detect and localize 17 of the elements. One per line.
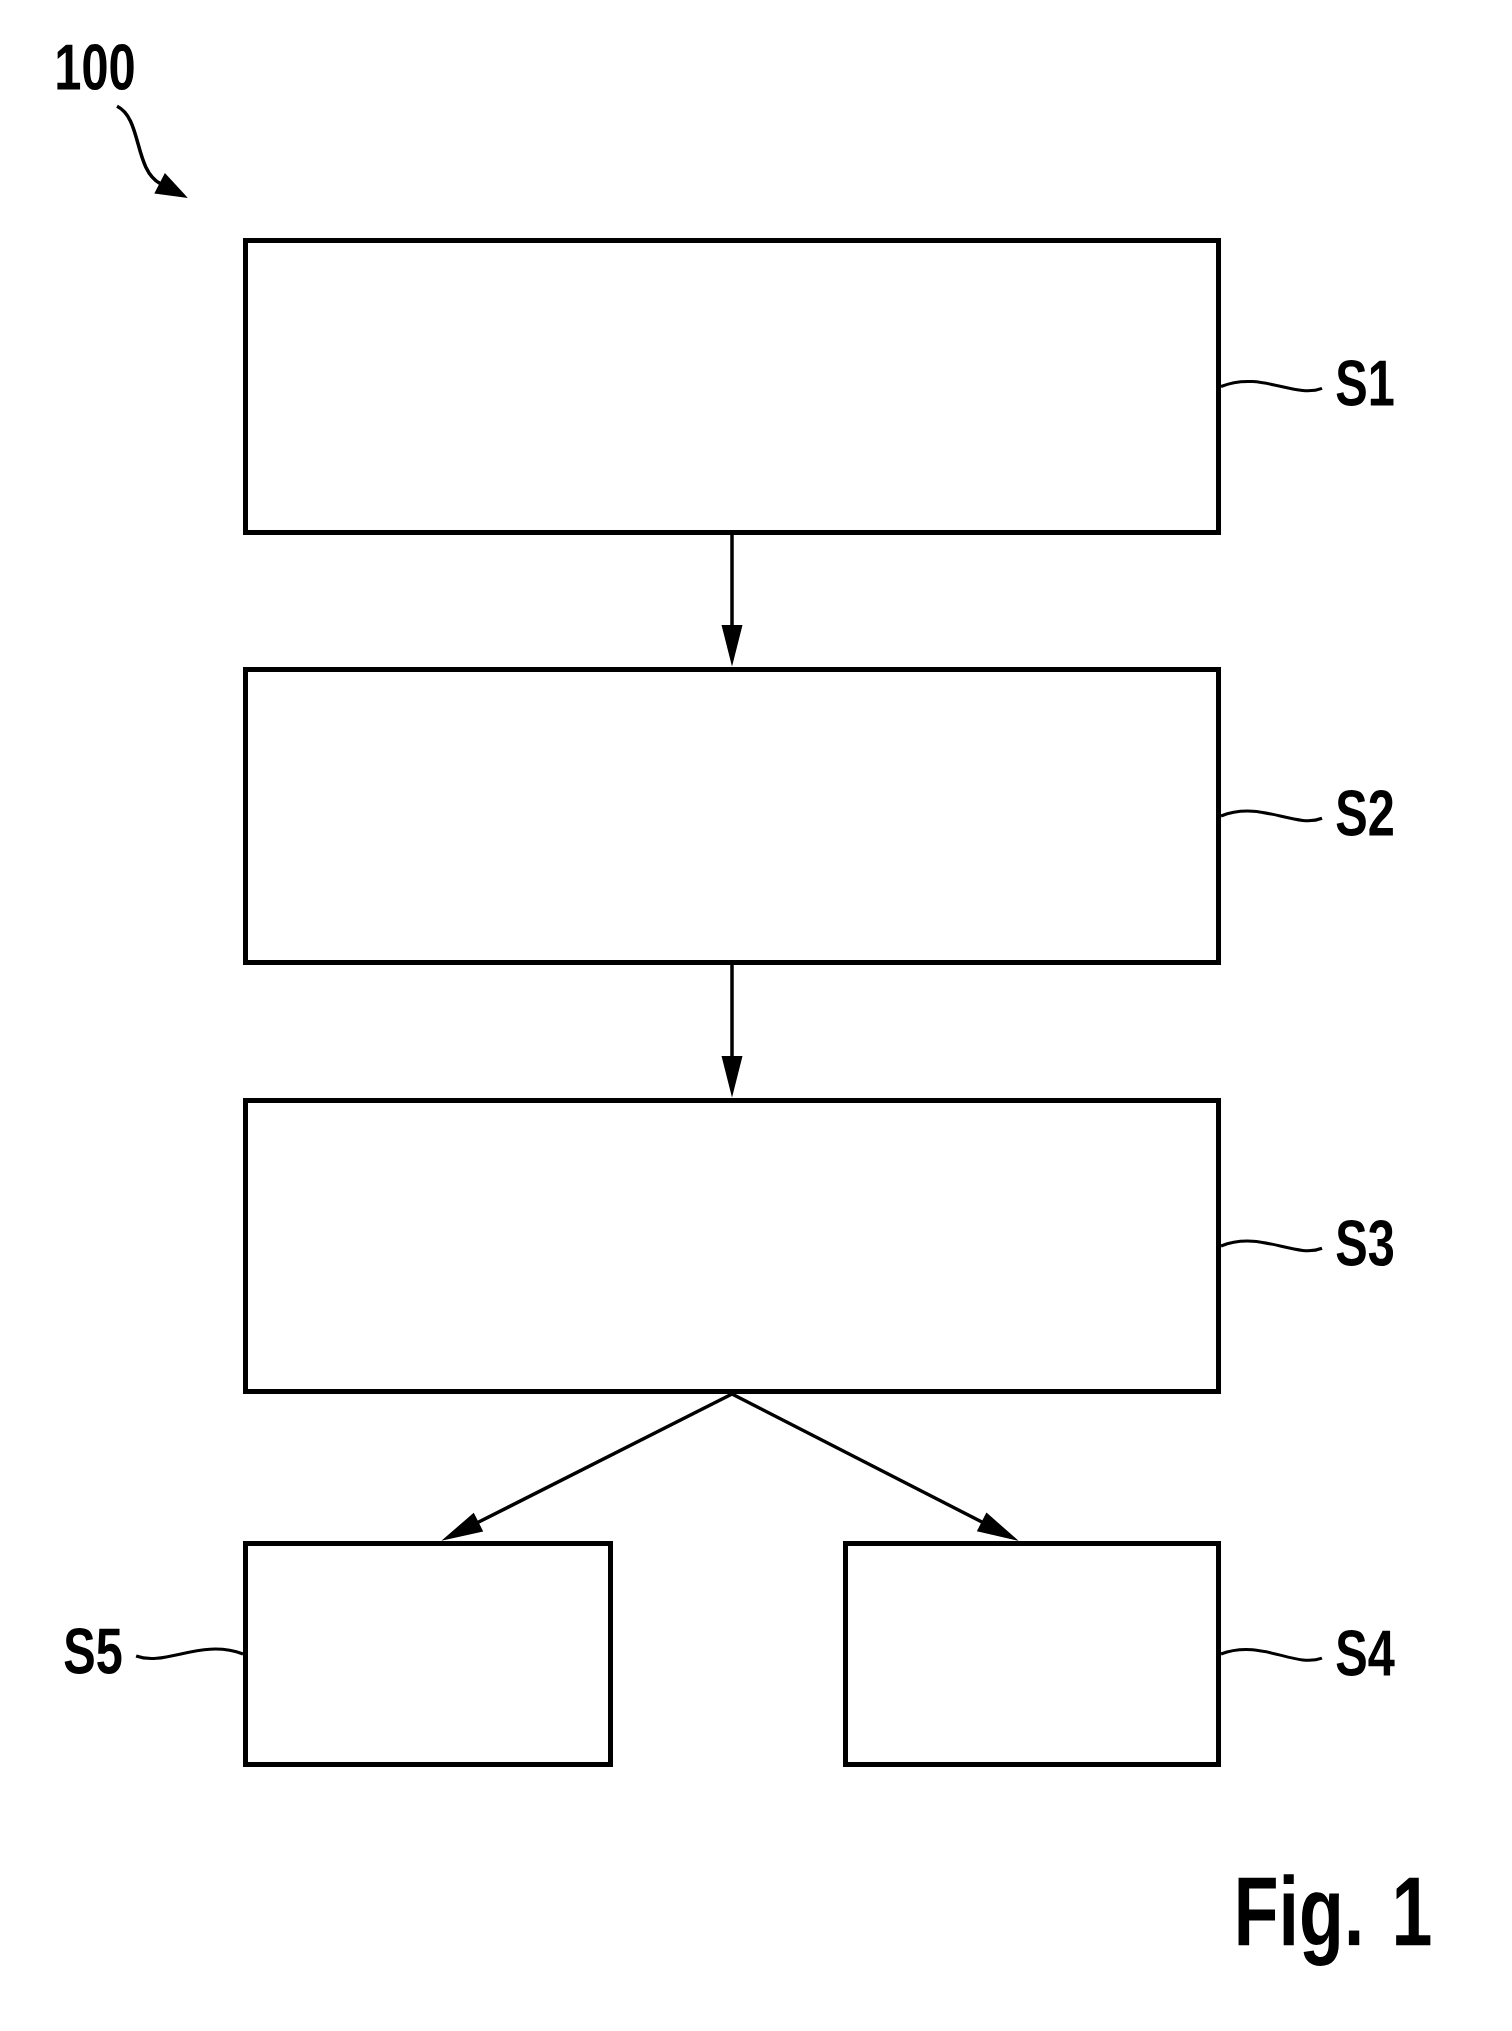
reference-numeral: S2 — [1336, 790, 1393, 836]
leader-line — [1220, 1239, 1323, 1253]
reference-numeral: 100 — [57, 44, 134, 90]
leader-line — [1220, 809, 1323, 823]
reference-numeral: S1 — [1336, 360, 1394, 406]
process-box — [243, 238, 1221, 535]
reference-numeral: S3 — [1336, 1219, 1394, 1267]
leader-line — [135, 1647, 244, 1661]
process-box — [243, 667, 1221, 965]
figure-label: Fig. 1 — [1238, 1874, 1431, 1966]
process-box — [243, 1098, 1221, 1394]
leader-line — [1220, 380, 1323, 393]
reference-numeral: S5 — [64, 1628, 122, 1674]
process-box — [843, 1541, 1221, 1767]
leader-line — [1220, 1648, 1323, 1662]
reference-numeral: S4 — [1336, 1630, 1395, 1676]
process-box — [243, 1541, 613, 1767]
